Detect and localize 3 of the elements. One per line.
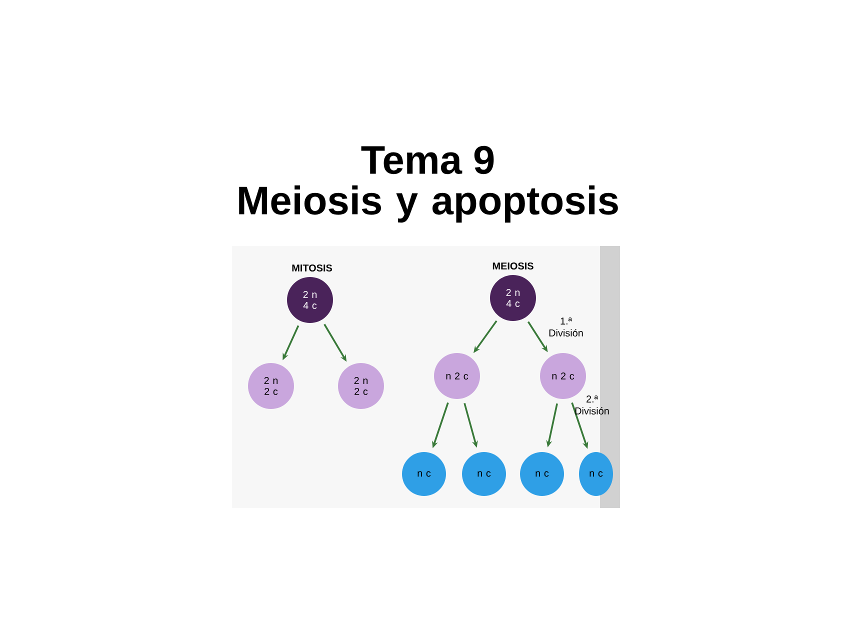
title: Tema 9 — [361, 146, 494, 174]
division-label: 1.ª División — [549, 317, 583, 336]
subtitle: Meiosis y apoptosis — [239, 185, 618, 223]
